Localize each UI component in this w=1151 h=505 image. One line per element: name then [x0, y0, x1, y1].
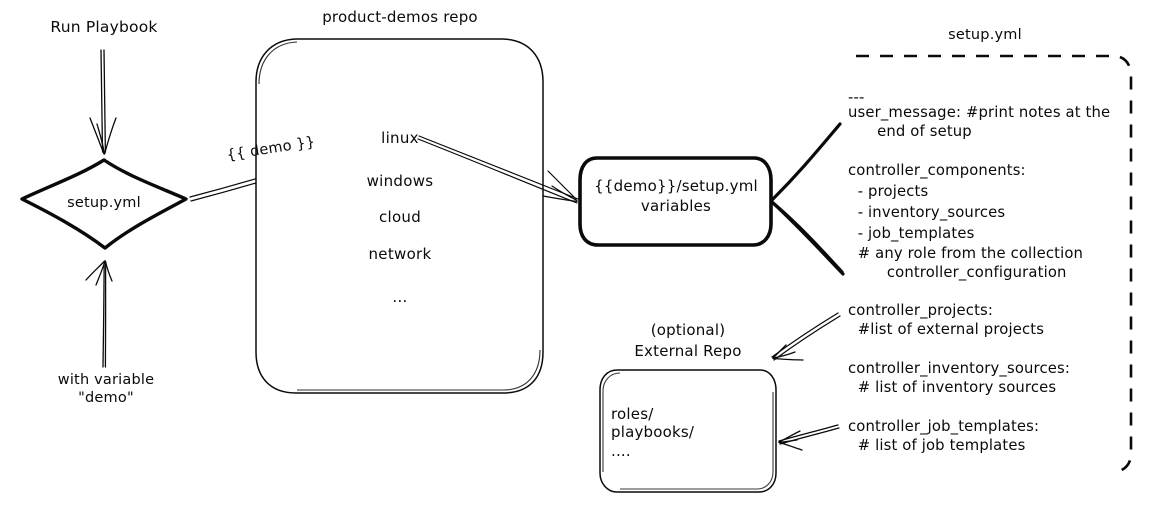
external-repo-title-line2: External Repo [634, 342, 742, 360]
arrow-job-templates-to-external-repo [778, 424, 840, 451]
repo-item-windows: windows [366, 172, 434, 190]
vars-box-line1: {{demo}}/setup.yml [594, 177, 758, 195]
setup-panel-line-8: # any role from the collection [848, 245, 1084, 262]
setup-panel-line-6: - inventory_sources [848, 204, 1006, 221]
connector-vars-to-setup-panel [770, 122, 845, 276]
repo-item-linux: linux [381, 129, 419, 147]
setup-panel-line-1: user_message: #print notes at the [848, 104, 1111, 121]
setup-panel-line-0: --- [848, 89, 865, 106]
setup-panel-line-9: controller_configuration [848, 264, 1067, 281]
external-repo-item-roles: roles/ [611, 405, 654, 423]
edge-label-demo: {{ demo }} [225, 134, 317, 164]
with-variable-label-line2: "demo" [78, 390, 134, 406]
setup-yml-panel-title: setup.yml [948, 27, 1022, 43]
external-repo-item-ellipsis: .... [611, 442, 631, 460]
setup-panel-line-4: controller_components: [848, 162, 1026, 179]
setup-panel-line-2: end of setup [848, 123, 972, 140]
setup-panel-line-18: # list of job templates [848, 437, 1026, 454]
external-repo-title-line1: (optional) [650, 321, 726, 339]
setup-panel-line-17: controller_job_templates: [848, 418, 1040, 435]
repo-item-ellipsis: ... [392, 288, 408, 306]
repo-item-cloud: cloud [378, 208, 422, 226]
arrow-with-variable [85, 260, 113, 368]
setup-panel-line-11: controller_projects: [848, 302, 994, 319]
product-demos-repo-title: product-demos repo [322, 8, 478, 26]
setup-panel-line-15: # list of inventory sources [848, 379, 1057, 396]
external-repo-item-playbooks: playbooks/ [611, 423, 695, 441]
arrow-projects-to-external-repo [771, 312, 841, 361]
with-variable-label-line1: with variable [57, 372, 155, 388]
setup-yml-diamond-label: setup.yml [67, 195, 141, 211]
setup-panel-line-12: #list of external projects [848, 321, 1045, 338]
run-playbook-label: Run Playbook [50, 18, 158, 36]
arrow-run-playbook [89, 49, 117, 155]
setup-panel-line-5: - projects [848, 183, 929, 200]
setup-panel-line-14: controller_inventory_sources: [848, 360, 1070, 377]
setup-panel-line-7: - job_templates [848, 225, 975, 242]
repo-item-network: network [368, 245, 432, 263]
vars-box-line2: variables [640, 197, 712, 215]
